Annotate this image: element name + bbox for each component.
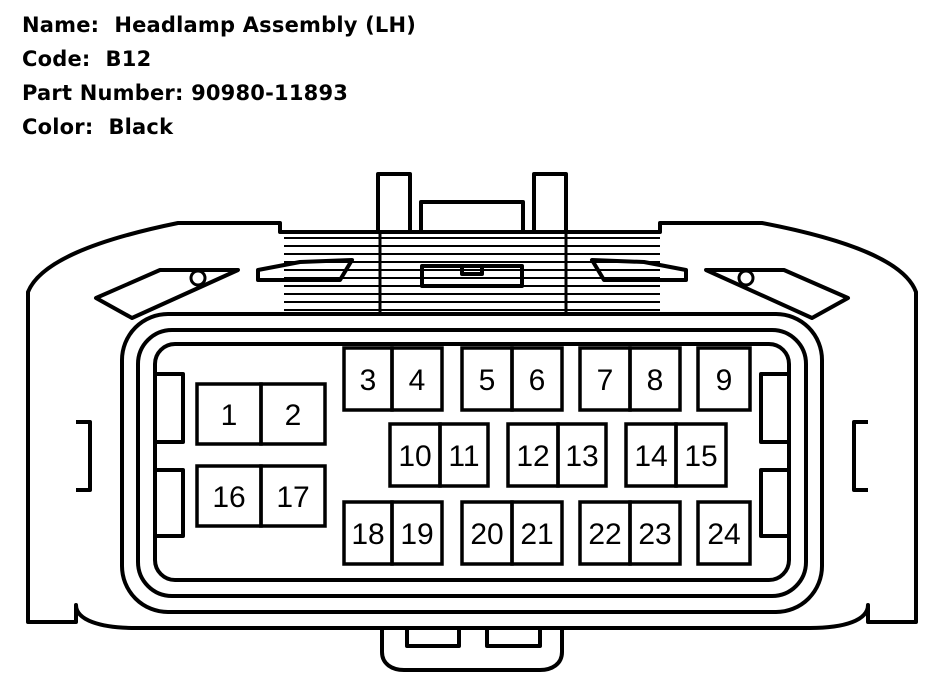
bottom-tab bbox=[380, 628, 564, 672]
part-number-label: Part Number: bbox=[22, 81, 184, 105]
pin-label: 23 bbox=[638, 518, 671, 551]
pin-15: 15 bbox=[674, 422, 728, 488]
name-line: Name: Headlamp Assembly (LH) bbox=[22, 8, 416, 42]
pin-label: 18 bbox=[351, 518, 384, 551]
pin-4: 4 bbox=[390, 346, 444, 412]
pin-19: 19 bbox=[390, 500, 444, 566]
pin-3: 3 bbox=[342, 346, 394, 412]
code-label: Code: bbox=[22, 47, 91, 71]
pin-12: 12 bbox=[506, 422, 560, 488]
pin-label: 21 bbox=[520, 518, 553, 551]
connector-face-inner bbox=[136, 328, 808, 598]
pin-6: 6 bbox=[510, 346, 564, 412]
pin-8: 8 bbox=[628, 346, 682, 412]
pin-label: 3 bbox=[360, 364, 377, 397]
pin-22: 22 bbox=[578, 500, 632, 566]
pin-label: 5 bbox=[479, 364, 496, 397]
pin-cavity bbox=[556, 422, 608, 488]
pin-17: 17 bbox=[259, 464, 327, 528]
color-value: Black bbox=[108, 115, 174, 139]
pin-label: 22 bbox=[588, 518, 621, 551]
pin-label: 8 bbox=[647, 364, 664, 397]
pin-21: 21 bbox=[510, 500, 564, 566]
name-value: Headlamp Assembly (LH) bbox=[114, 13, 417, 37]
pin-2: 2 bbox=[259, 382, 327, 446]
pin-label: 20 bbox=[470, 518, 503, 551]
pin-cavity bbox=[259, 382, 327, 446]
connector-info: Name: Headlamp Assembly (LH) Code: B12 P… bbox=[22, 8, 416, 144]
pin-cavity bbox=[628, 346, 682, 412]
code-line: Code: B12 bbox=[22, 42, 416, 76]
pin-cavity bbox=[696, 346, 752, 412]
pin-label: 10 bbox=[398, 440, 431, 473]
pin-label: 9 bbox=[716, 364, 733, 397]
pin-10: 10 bbox=[388, 422, 442, 488]
part-number-value: 90980-11893 bbox=[191, 81, 349, 105]
pin-1: 1 bbox=[195, 382, 263, 446]
pin-label: 12 bbox=[516, 440, 549, 473]
pin-cavity bbox=[438, 422, 490, 488]
right-ramp bbox=[704, 268, 850, 320]
pin-20: 20 bbox=[460, 500, 514, 566]
pin-16: 16 bbox=[195, 464, 263, 528]
color-line: Color: Black bbox=[22, 110, 416, 144]
pin-11: 11 bbox=[438, 422, 490, 488]
pin-cavity bbox=[390, 500, 444, 566]
pin-18: 18 bbox=[342, 500, 394, 566]
pin-cavity bbox=[696, 500, 752, 566]
color-label: Color: bbox=[22, 115, 94, 139]
pin-label: 16 bbox=[212, 481, 245, 514]
pin-cavity bbox=[259, 464, 327, 528]
pin-label: 13 bbox=[565, 440, 598, 473]
pin-23: 23 bbox=[628, 500, 682, 566]
pin-13: 13 bbox=[556, 422, 608, 488]
pin-cavity bbox=[390, 346, 444, 412]
pin-label: 7 bbox=[597, 364, 614, 397]
pin-7: 7 bbox=[578, 346, 632, 412]
pin-label: 24 bbox=[707, 518, 740, 551]
pin-cavity bbox=[510, 346, 564, 412]
pin-label: 11 bbox=[448, 440, 479, 473]
outer-housing bbox=[26, 221, 918, 630]
pin-cavity bbox=[510, 500, 564, 566]
left-ramp bbox=[94, 268, 240, 320]
pin-label: 4 bbox=[409, 364, 426, 397]
pin-cavity bbox=[628, 500, 682, 566]
pin-label: 15 bbox=[684, 440, 717, 473]
connector-face-outer bbox=[120, 312, 824, 614]
pin-cavity bbox=[674, 422, 728, 488]
pin-label: 2 bbox=[285, 399, 302, 432]
pin-label: 6 bbox=[529, 364, 546, 397]
pin-label: 17 bbox=[276, 481, 309, 514]
pin-14: 14 bbox=[624, 422, 678, 488]
pin-9: 9 bbox=[696, 346, 752, 412]
pin-24: 24 bbox=[696, 500, 752, 566]
pin-5: 5 bbox=[460, 346, 514, 412]
rib-lines bbox=[284, 232, 660, 314]
pin-label: 19 bbox=[400, 518, 433, 551]
pin-cavity-area bbox=[153, 342, 791, 582]
top-latch bbox=[376, 172, 412, 232]
part-number-line: Part Number: 90980-11893 bbox=[22, 76, 416, 110]
name-label: Name: bbox=[22, 13, 100, 37]
pin-label: 1 bbox=[221, 399, 238, 432]
pin-label: 14 bbox=[634, 440, 667, 473]
code-value: B12 bbox=[105, 47, 152, 71]
